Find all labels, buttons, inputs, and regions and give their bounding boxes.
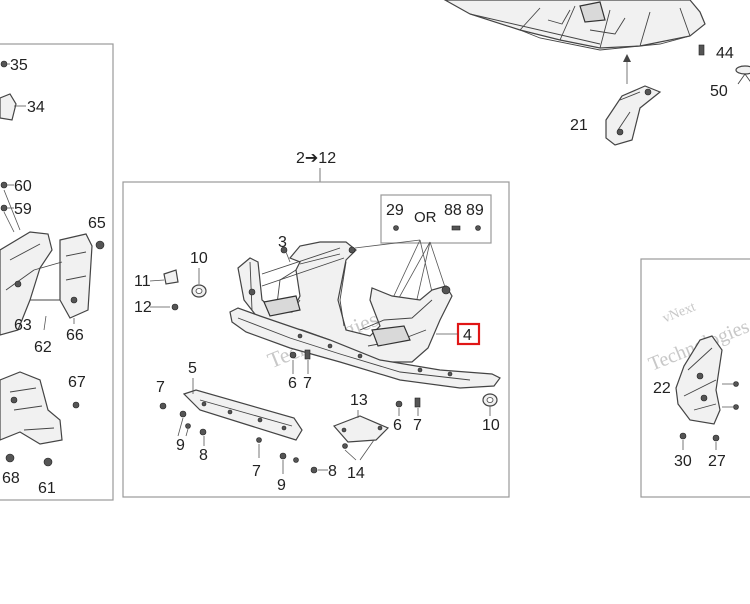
callout-22[interactable]: 22 <box>653 380 671 397</box>
right-side-bolts <box>679 381 739 442</box>
callout-8-left[interactable]: 8 <box>199 447 208 464</box>
callout-60[interactable]: 60 <box>14 178 32 195</box>
callout-7-skid[interactable]: 7 <box>156 379 165 396</box>
part-11-clip <box>163 269 179 285</box>
part-12-bolt <box>171 303 179 311</box>
callout-10-right[interactable]: 10 <box>482 417 500 434</box>
center-panel-frame <box>122 181 510 498</box>
part-4-running-board <box>229 307 501 389</box>
watermark-line1-right: vNext <box>661 300 698 327</box>
part-21-bracket[interactable] <box>605 85 662 146</box>
part-10-washer-right <box>482 393 498 407</box>
callout-67[interactable]: 67 <box>68 374 86 391</box>
callout-8-lower[interactable]: 8 <box>328 463 337 480</box>
part-10-washer-left <box>191 284 207 298</box>
callout-63[interactable]: 63 <box>14 317 32 334</box>
callout-62[interactable]: 62 <box>34 339 52 356</box>
callout-5[interactable]: 5 <box>188 360 197 377</box>
callout-21[interactable]: 21 <box>570 117 588 134</box>
callout-9-left[interactable]: 9 <box>176 437 185 454</box>
callout-68[interactable]: 68 <box>2 470 20 487</box>
part-3-frame <box>237 241 453 363</box>
callout-30[interactable]: 30 <box>674 453 692 470</box>
callout-66[interactable]: 66 <box>66 327 84 344</box>
callout-27[interactable]: 27 <box>708 453 726 470</box>
callout-34[interactable]: 34 <box>27 99 45 116</box>
part-22-bracket <box>675 335 723 425</box>
part-5-skid-plate <box>182 389 303 441</box>
left-lower-bracket <box>0 371 63 445</box>
part-59-bolt <box>0 204 8 212</box>
callout-29[interactable]: 29 <box>386 202 404 219</box>
callout-7-lower[interactable]: 7 <box>252 463 261 480</box>
callout-6-right[interactable]: 6 <box>393 417 402 434</box>
callout-assembly-2-12[interactable]: 2➔12 <box>296 150 336 167</box>
callout-88[interactable]: 88 <box>444 202 462 219</box>
part-6-7-hardware-left <box>289 349 311 360</box>
callout-9-lower[interactable]: 9 <box>277 477 286 494</box>
callout-35[interactable]: 35 <box>10 57 28 74</box>
arrow-up-icon <box>623 54 631 62</box>
or-label: OR <box>414 209 437 226</box>
left-frame-assembly <box>0 231 93 336</box>
right-panel-frame <box>640 258 750 498</box>
part-9-8-hardware <box>179 410 207 436</box>
nut-icon <box>475 225 481 231</box>
part-35-bolt <box>0 60 8 68</box>
bolt-44 <box>698 44 705 56</box>
callout-89[interactable]: 89 <box>466 202 484 219</box>
rivet-icon <box>393 225 399 231</box>
callout-4[interactable]: 4 <box>463 327 472 344</box>
callout-10-left[interactable]: 10 <box>190 250 208 267</box>
clip-50 <box>735 65 750 85</box>
vehicle-frame-top <box>443 0 706 51</box>
part-34-bracket <box>0 93 17 121</box>
callout-7-right[interactable]: 7 <box>413 417 422 434</box>
part-6-7-hardware-right <box>395 397 421 408</box>
callout-3[interactable]: 3 <box>278 234 287 251</box>
selected-callout-4[interactable]: 4 <box>456 322 481 346</box>
part-7-bolt-left <box>159 402 167 410</box>
callout-50[interactable]: 50 <box>710 83 728 100</box>
callout-6-left[interactable]: 6 <box>288 375 297 392</box>
callout-11[interactable]: 11 <box>134 273 151 290</box>
screw-icon <box>451 225 461 231</box>
callout-44[interactable]: 44 <box>716 45 734 62</box>
callout-7-left[interactable]: 7 <box>303 375 312 392</box>
callout-14[interactable]: 14 <box>347 465 365 482</box>
part-61-nut <box>43 457 53 467</box>
callout-13[interactable]: 13 <box>350 392 368 409</box>
part-67-bolt <box>72 401 80 409</box>
part-7-9-8-lower <box>256 437 348 474</box>
part-68-nut <box>5 453 15 463</box>
callout-12[interactable]: 12 <box>134 299 152 316</box>
part-13-plate <box>332 415 390 443</box>
hardware-option-box <box>380 194 492 244</box>
part-60-bolt <box>0 181 8 189</box>
callout-59[interactable]: 59 <box>14 201 32 218</box>
left-panel-frame <box>0 43 114 501</box>
callout-65[interactable]: 65 <box>88 215 106 232</box>
part-65-nut <box>95 240 105 250</box>
callout-61[interactable]: 61 <box>38 480 56 497</box>
